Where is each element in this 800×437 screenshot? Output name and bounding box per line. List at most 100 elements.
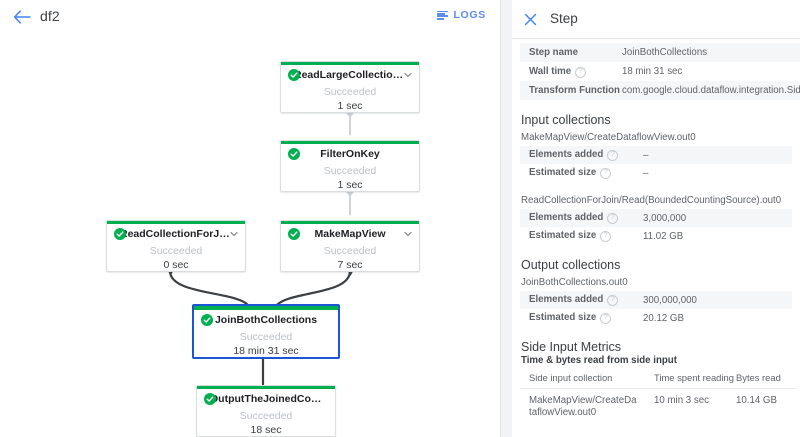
- help-icon[interactable]: ?: [575, 67, 587, 78]
- graph-canvas[interactable]: ReadLargeCollectionFr... Succeeded 1 sec: [0, 33, 500, 437]
- summary-key: Step name: [520, 43, 621, 62]
- help-icon[interactable]: ?: [607, 295, 619, 306]
- help-icon[interactable]: ?: [600, 168, 612, 179]
- step-summary-table: Step name JoinBothCollections Wall time?…: [520, 43, 800, 100]
- node-title: MakeMapView: [314, 228, 386, 240]
- success-check-icon: [288, 148, 300, 160]
- graph-node-read-collection-for-join[interactable]: ReadCollectionForJoin Succeeded 0 sec: [106, 220, 246, 272]
- metric-key-label: Elements added: [529, 212, 604, 223]
- node-status: Succeeded: [323, 165, 377, 177]
- metric-key-label: Estimated size: [529, 167, 597, 178]
- side-input-collection-name: MakeMapView/CreateDataflowView.out0: [529, 395, 637, 418]
- table-row: Wall time? 18 min 31 sec: [520, 62, 800, 81]
- node-title: FilterOnKey: [320, 148, 380, 160]
- metric-value: 20.12 GB: [643, 312, 684, 324]
- side-input-metrics-subtitle: Time & bytes read from side input: [521, 355, 677, 366]
- collection-name: JoinBothCollections.out0: [521, 277, 628, 288]
- metric-key-label: Elements added: [529, 294, 604, 305]
- top-toolbar: df2 LOGS: [0, 0, 500, 34]
- table-header-row: Side input collection Time spent reading…: [520, 368, 796, 389]
- step-panel-body: Step name JoinBothCollections Wall time?…: [512, 38, 800, 437]
- node-time: 18 sec: [250, 424, 282, 436]
- summary-value: 18 min 31 sec: [621, 66, 683, 77]
- summary-key-label: Wall time: [529, 66, 572, 77]
- logs-button-label: LOGS: [453, 9, 486, 21]
- summary-value: JoinBothCollections: [621, 47, 708, 58]
- node-time: 1 sec: [337, 100, 363, 112]
- collection-name: MakeMapView/CreateDataflowView.out0: [521, 132, 696, 143]
- logs-list-icon: [437, 10, 449, 20]
- metric-key: Elements added?: [520, 209, 642, 227]
- node-time: 18 min 31 sec: [233, 345, 299, 357]
- node-status: Succeeded: [323, 245, 377, 257]
- table-row: MakeMapView/CreateDataflowView.out0 10 m…: [520, 389, 796, 426]
- column-header-side-input-collection: Side input collection: [520, 368, 654, 389]
- graph-node-filter-on-key[interactable]: FilterOnKey Succeeded 1 sec: [280, 140, 420, 192]
- success-check-icon: [288, 228, 300, 240]
- help-icon[interactable]: ?: [607, 213, 619, 224]
- metric-key: Estimated size?: [520, 227, 642, 245]
- logs-button[interactable]: LOGS: [437, 9, 486, 21]
- input-collection-metrics-1: Elements added? 3,000,000 Estimated size…: [520, 209, 792, 245]
- close-x-icon[interactable]: [522, 11, 538, 27]
- input-collections-title: Input collections: [521, 113, 611, 127]
- table-row: Estimated size? 11.02 GB: [520, 227, 792, 245]
- help-icon[interactable]: ?: [607, 150, 619, 161]
- summary-key: Transform Function: [520, 81, 621, 100]
- bytes-read-cell: 10.14 GB: [736, 395, 777, 406]
- side-input-collection-cell: MakeMapView/CreateDataflowView.out0: [520, 389, 654, 426]
- metric-key: Estimated size?: [520, 164, 642, 182]
- node-status-bar: [281, 141, 419, 144]
- chevron-down-icon[interactable]: [403, 229, 413, 239]
- collection-name: ReadCollectionForJoin/Read(BoundedCounti…: [521, 195, 782, 206]
- summary-key: Wall time?: [520, 62, 621, 81]
- metric-key: Elements added?: [520, 291, 642, 309]
- job-name-title: df2: [40, 8, 60, 24]
- metric-key-label: Estimated size: [529, 230, 597, 241]
- chevron-down-icon[interactable]: [229, 229, 239, 239]
- node-title: JoinBothCollections: [214, 314, 318, 326]
- summary-key-label: Transform Function: [529, 85, 620, 96]
- back-arrow-icon[interactable]: [12, 8, 32, 26]
- graph-node-read-large-collection[interactable]: ReadLargeCollectionFr... Succeeded 1 sec: [280, 61, 420, 113]
- table-row: Elements added? –: [520, 146, 792, 164]
- node-status: Succeeded: [323, 86, 377, 98]
- output-collection-metrics-0: Elements added? 300,000,000 Estimated si…: [520, 291, 792, 327]
- metric-key-label: Elements added: [529, 149, 604, 160]
- node-time: 1 sec: [337, 179, 363, 191]
- table-row: Elements added? 300,000,000: [520, 291, 792, 309]
- metric-key: Estimated size?: [520, 309, 642, 327]
- table-row: Estimated size? –: [520, 164, 792, 182]
- column-header-time-spent-reading: Time spent reading: [654, 368, 736, 389]
- success-check-icon: [114, 228, 126, 240]
- metric-value: 3,000,000: [643, 212, 687, 224]
- step-details-panel: Step Step name JoinBothCollections Wall …: [512, 0, 800, 437]
- node-status-bar: [281, 62, 419, 65]
- metric-key-label: Estimated size: [529, 312, 597, 323]
- table-row: Transform Function com.google.cloud.data…: [520, 81, 800, 100]
- summary-key-label: Step name: [529, 47, 578, 58]
- node-status: Succeeded: [239, 410, 293, 422]
- graph-node-make-map-view[interactable]: MakeMapView Succeeded 7 sec: [280, 220, 420, 272]
- metric-key: Elements added?: [520, 146, 642, 164]
- help-icon[interactable]: ?: [600, 313, 612, 324]
- node-title: OutputTheJoinedCollec...: [210, 393, 322, 405]
- node-status: Succeeded: [149, 245, 203, 257]
- graph-edges: [165, 112, 356, 385]
- metric-value: –: [643, 167, 649, 179]
- node-time: 7 sec: [337, 259, 363, 271]
- graph-node-join-both-collections[interactable]: JoinBothCollections Succeeded 18 min 31 …: [192, 304, 340, 359]
- node-title: ReadLargeCollectionFr...: [294, 69, 406, 81]
- node-time: 0 sec: [163, 259, 189, 271]
- success-check-icon: [204, 393, 216, 405]
- graph-node-output-the-joined-collection[interactable]: OutputTheJoinedCollec... Succeeded 18 se…: [196, 385, 336, 437]
- step-panel-header: Step: [512, 0, 800, 39]
- node-status-bar: [197, 386, 335, 389]
- success-check-icon: [201, 314, 213, 326]
- node-status: Succeeded: [239, 331, 293, 343]
- help-icon[interactable]: ?: [600, 231, 612, 242]
- chevron-down-icon[interactable]: [403, 70, 413, 80]
- side-input-metrics-title: Side Input Metrics: [521, 340, 622, 354]
- metric-value: 11.02 GB: [643, 230, 684, 242]
